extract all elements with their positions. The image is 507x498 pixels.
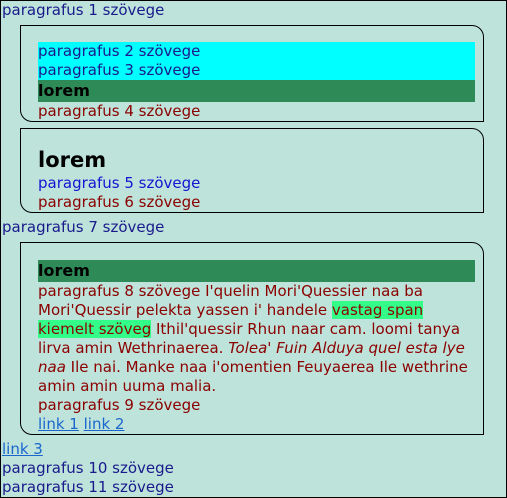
paragraph-7: paragrafus 7 szövege bbox=[2, 218, 165, 236]
paragraph-9: paragrafus 9 szövege bbox=[38, 396, 201, 414]
box-2: lorem paragrafus 5 szövege paragrafus 6 … bbox=[20, 128, 484, 213]
paragraph-11: paragrafus 11 szövege bbox=[2, 478, 174, 496]
italic-span: Tolea' Fuin Alduya quel esta lye naa bbox=[38, 339, 465, 376]
paragraph-2: paragrafus 2 szövege bbox=[38, 42, 201, 60]
box-1: paragrafus 2 szövege paragrafus 3 szöveg… bbox=[20, 25, 484, 122]
heading-lorem-1: lorem bbox=[38, 80, 475, 102]
links-row: link 1 link 2 bbox=[38, 415, 475, 434]
paragraph-10: paragrafus 10 szövege bbox=[2, 459, 174, 477]
paragraph-8: paragrafus 8 szövege I'quelin Mori'Quess… bbox=[38, 282, 475, 396]
cyan-block: paragrafus 2 szövege paragrafus 3 szöveg… bbox=[38, 42, 475, 80]
paragraph-3: paragrafus 3 szövege bbox=[38, 61, 201, 79]
link-3[interactable]: link 3 bbox=[2, 440, 43, 458]
box-3: lorem paragrafus 8 szövege I'quelin Mori… bbox=[20, 242, 484, 435]
paragraph-8-text-mid: Ithil'quessir Rhun naar cam. loomi tanya… bbox=[38, 320, 461, 357]
paragraph-4: paragrafus 4 szövege bbox=[38, 102, 201, 120]
paragraph-5: paragrafus 5 szövege bbox=[38, 174, 201, 192]
heading-lorem-2: lorem bbox=[38, 148, 107, 172]
heading-lorem-3: lorem bbox=[38, 260, 475, 282]
link-1[interactable]: link 1 bbox=[38, 415, 79, 433]
paragraph-1: paragrafus 1 szövege bbox=[2, 1, 165, 19]
link-2[interactable]: link 2 bbox=[83, 415, 125, 433]
paragraph-8-text-end: Ile nai. Manke naa i'omentien Feuyaerea … bbox=[38, 358, 468, 395]
paragraph-8-text-start: paragrafus 8 szövege I'quelin Mori'Quess… bbox=[38, 282, 423, 319]
paragraph-6: paragrafus 6 szövege bbox=[38, 193, 201, 211]
